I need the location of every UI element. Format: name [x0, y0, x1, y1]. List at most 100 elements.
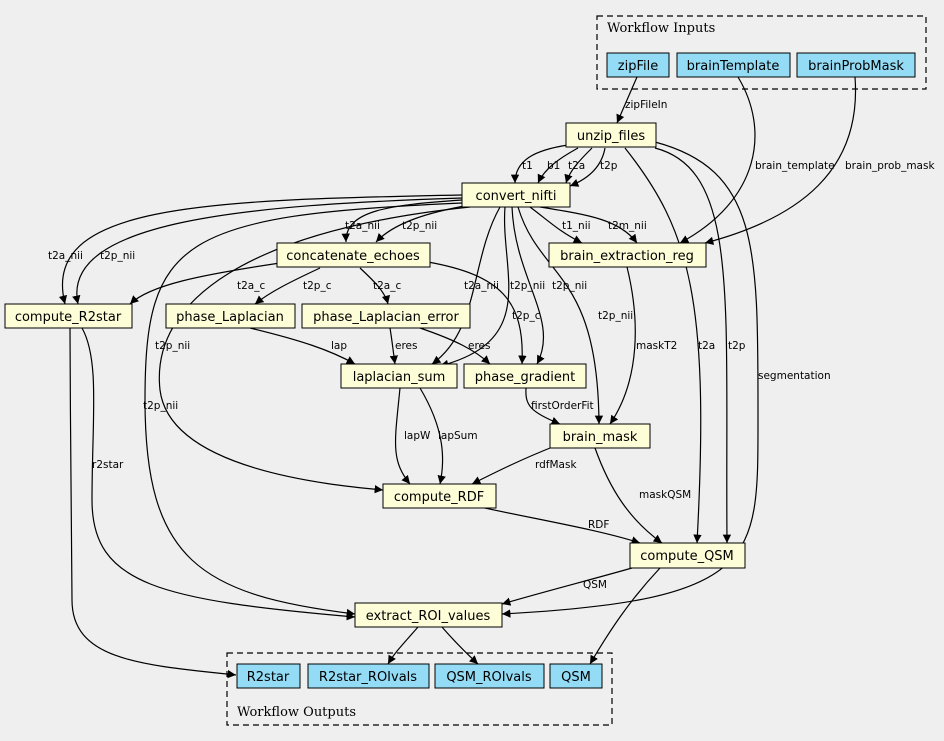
edge-laperr-grad	[419, 327, 491, 365]
edge-label-t2p-nii-mask: t2p_nii	[598, 310, 633, 322]
edge-label-brain-template: brain_template	[755, 160, 835, 172]
edge-roi-r2vals	[387, 626, 419, 665]
edge-label-t2p-qsm: t2p	[728, 340, 746, 352]
svg-text:extract_ROI_values: extract_ROI_values	[366, 609, 491, 624]
edge-convert-mask-t2p	[517, 206, 604, 425]
workflow-inputs-cluster: Workflow Inputs	[596, 15, 927, 90]
node-compute-r2star[interactable]: compute_R2star	[4, 303, 133, 329]
node-out-qsm[interactable]: QSM	[549, 663, 603, 689]
node-out-r2star-roivals[interactable]: R2star_ROIvals	[307, 663, 430, 689]
svg-text:QSM_ROIvals: QSM_ROIvals	[446, 670, 532, 685]
edge-label-t2a-c-r2: t2a_c	[237, 280, 265, 292]
node-brain-extraction-reg[interactable]: brain_extraction_reg	[548, 242, 707, 268]
edge-unzip-convert-t1	[510, 144, 569, 184]
edge-probmask-brainext	[704, 76, 857, 245]
svg-text:brain_mask: brain_mask	[563, 430, 638, 445]
edge-concat-r2	[129, 262, 281, 305]
edge-roi-qsmvals	[441, 626, 479, 665]
edge-label-firstorderfit: firstOrderFit	[531, 400, 594, 412]
edge-label-qsm: QSM	[583, 579, 607, 591]
edge-label-t2a-nii-lapsum: t2a_nii	[464, 280, 499, 292]
edge-label-t2m-nii: t2m_nii	[608, 220, 647, 232]
svg-text:brainProbMask: brainProbMask	[808, 59, 904, 74]
edge-label-lapsum: lapSum	[438, 430, 478, 442]
node-compute-qsm[interactable]: compute_QSM	[629, 542, 746, 569]
edge-label-maskt2: maskT2	[636, 340, 677, 352]
node-phase-gradient[interactable]: phase_gradient	[463, 363, 587, 389]
edge-lap-lapsum	[249, 327, 356, 365]
edge-brainext-mask	[609, 266, 636, 425]
edge-mask-qsm	[594, 447, 663, 544]
edge-label-b1: b1	[547, 160, 560, 172]
edge-convert-roi-t2p	[144, 202, 463, 618]
svg-text:QSM: QSM	[561, 670, 591, 685]
edge-lapsum-rdf-lapsum	[419, 387, 446, 485]
edge-label-t2a: t2a	[568, 160, 585, 172]
edge-r2-roi	[81, 327, 356, 621]
edge-grad-mask	[525, 387, 561, 425]
edge-concat-lap	[254, 267, 321, 305]
edge-unzip-convert-t2a	[564, 147, 593, 184]
edge-label-t2a-c-laperr: t2a_c	[373, 280, 401, 292]
node-compute-rdf[interactable]: compute_RDF	[382, 483, 497, 509]
node-out-qsm-roivals[interactable]: QSM_ROIvals	[434, 663, 545, 689]
edge-convert-r2-t2a	[58, 194, 463, 305]
svg-text:phase_Laplacian: phase_Laplacian	[176, 310, 284, 325]
edge-label-eres-grad: eres	[468, 340, 490, 352]
svg-text:phase_Laplacian_error: phase_Laplacian_error	[313, 310, 459, 325]
workflow-outputs-cluster: Workflow Outputs	[226, 652, 613, 726]
node-brain-mask[interactable]: brain_mask	[549, 423, 651, 449]
edge-concat-laperr	[359, 267, 391, 305]
edge-convert-lapsum-t2a	[431, 206, 501, 365]
workflow-inputs-title: Workflow Inputs	[607, 21, 715, 36]
edge-label-zipfilein: zipFileIn	[625, 99, 667, 111]
node-concatenate-echoes[interactable]: concatenate_echoes	[276, 242, 431, 268]
edge-unzip-roi-seg	[501, 141, 759, 618]
edge-label-rdfmask: rdfMask	[535, 459, 577, 471]
edge-laperr-lapsum	[389, 327, 398, 365]
edge-label-rdf: RDF	[588, 519, 609, 531]
edge-label-t2a-nii-concat: t2a_nii	[345, 220, 380, 232]
edge-unzip-convert-t2p	[569, 147, 606, 187]
svg-text:compute_R2star: compute_R2star	[15, 310, 122, 325]
svg-text:zipFile: zipFile	[618, 59, 658, 74]
node-phase-laplacian-error[interactable]: phase_Laplacian_error	[301, 303, 471, 329]
node-unzip-files[interactable]: unzip_files	[565, 122, 657, 148]
edge-label-lap: lap	[331, 340, 347, 352]
svg-text:R2star: R2star	[247, 670, 290, 685]
edge-convert-concat-t2p	[375, 204, 471, 243]
node-laplacian-sum[interactable]: laplacian_sum	[340, 363, 458, 389]
node-extract-roi-values[interactable]: extract_ROI_values	[354, 602, 503, 628]
edge-label-t1-nii: t1_nii	[562, 220, 591, 232]
edge-unzip-qsm-t2a	[624, 147, 702, 544]
edge-convert-brainext-t1	[529, 206, 583, 244]
edge-label-t2p-nii-grad: t2p_nii	[552, 280, 587, 292]
edge-label-lapw: lapW	[404, 430, 431, 442]
edge-convert-r2-t2p	[72, 197, 463, 305]
node-convert-nifti[interactable]: convert_nifti	[461, 182, 571, 208]
edge-label-t1: t1	[522, 160, 533, 172]
edge-r2-out	[69, 327, 237, 679]
edge-label-maskqsm: maskQSM	[639, 489, 691, 501]
edge-convert-grad-t2p	[511, 206, 545, 365]
node-brainprobmask[interactable]: brainProbMask	[796, 52, 916, 78]
edge-rdf-qsm	[479, 506, 641, 545]
svg-text:compute_QSM: compute_QSM	[640, 549, 734, 564]
svg-text:phase_gradient: phase_gradient	[475, 370, 576, 385]
edge-label-brain-prob-mask: brain_prob_mask	[845, 160, 935, 172]
node-braintemplate[interactable]: brainTemplate	[676, 52, 791, 78]
svg-text:concatenate_echoes: concatenate_echoes	[286, 249, 420, 264]
svg-text:compute_RDF: compute_RDF	[394, 490, 484, 505]
edge-label-t2p-c-grad: t2p_c	[512, 310, 541, 322]
svg-text:brainTemplate: brainTemplate	[687, 59, 780, 74]
svg-text:R2star_ROIvals: R2star_ROIvals	[319, 670, 417, 685]
edge-label-t2a-qsm: t2a	[698, 340, 715, 352]
svg-text:convert_nifti: convert_nifti	[476, 189, 557, 204]
edge-label-t2p-c-lap: t2p_c	[303, 280, 332, 292]
node-phase-laplacian[interactable]: phase_Laplacian	[165, 303, 296, 329]
edge-unzip-convert-b1	[537, 147, 579, 184]
node-zipfile[interactable]: zipFile	[606, 52, 670, 78]
edge-label-t2a-nii-r2: t2a_nii	[48, 250, 83, 262]
node-out-r2star[interactable]: R2star	[236, 663, 301, 689]
